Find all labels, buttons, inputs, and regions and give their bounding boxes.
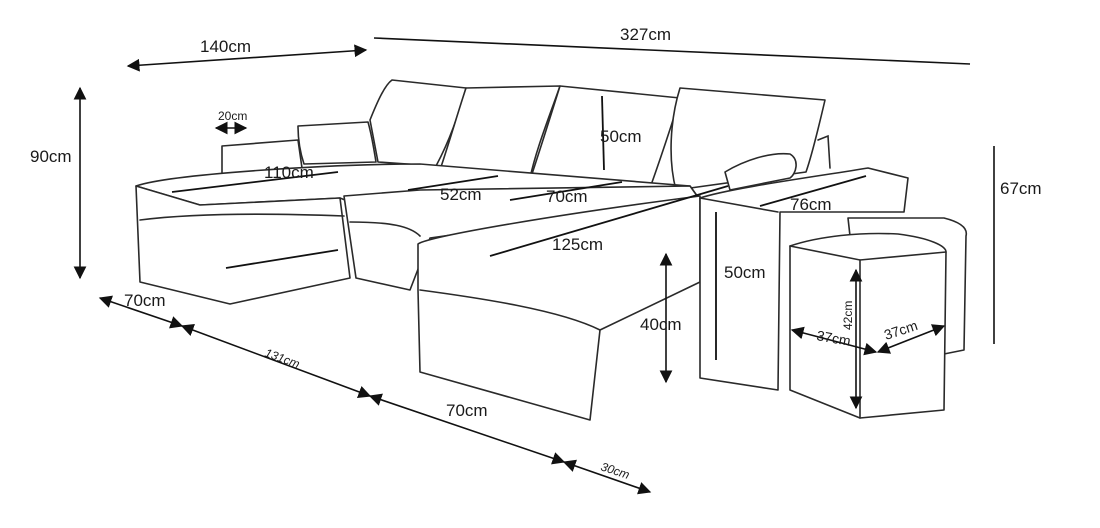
dim-line-70-left bbox=[98, 295, 184, 329]
dim-line-327 bbox=[373, 37, 971, 65]
dimension-lines bbox=[73, 37, 995, 495]
dimension-labels: 140cm 327cm 90cm 20cm 110cm 52cm 50cm 70… bbox=[30, 25, 1042, 482]
label-70-seat: 70cm bbox=[546, 187, 588, 206]
label-131: 131cm bbox=[263, 346, 302, 371]
label-125: 125cm bbox=[552, 235, 603, 254]
label-50-arm: 50cm bbox=[724, 263, 766, 282]
armrest-pillow bbox=[724, 152, 797, 191]
inner-line-52 bbox=[407, 175, 499, 191]
label-42: 42cm bbox=[841, 301, 855, 330]
label-327: 327cm bbox=[620, 25, 671, 44]
sofa-illustration bbox=[135, 79, 968, 421]
dim-line-140 bbox=[126, 44, 368, 72]
label-67: 67cm bbox=[1000, 179, 1042, 198]
right-chaise bbox=[417, 195, 701, 421]
label-30: 30cm bbox=[599, 460, 631, 482]
label-52: 52cm bbox=[440, 185, 482, 204]
label-90: 90cm bbox=[30, 147, 72, 166]
label-76: 76cm bbox=[790, 195, 832, 214]
inner-line-125 bbox=[489, 185, 729, 257]
dim-line-30 bbox=[562, 459, 652, 495]
throw-pillow bbox=[297, 121, 377, 165]
dim-line-37b bbox=[876, 324, 946, 354]
label-70-front-right: 70cm bbox=[446, 401, 488, 420]
label-20: 20cm bbox=[218, 109, 247, 123]
dim-line-37a bbox=[790, 326, 878, 356]
label-110: 110cm bbox=[264, 163, 314, 182]
label-140: 140cm bbox=[200, 37, 251, 56]
left-chaise-base bbox=[135, 185, 351, 305]
inner-line-110 bbox=[171, 171, 339, 193]
inner-line-70 bbox=[509, 181, 623, 201]
label-37-width: 37cm bbox=[815, 327, 851, 349]
pouf-front bbox=[789, 232, 947, 419]
label-40: 40cm bbox=[640, 315, 682, 334]
inner-line-left-base bbox=[225, 249, 339, 269]
label-50-back: 50cm bbox=[600, 127, 642, 146]
right-armrest bbox=[699, 167, 909, 391]
dim-line-131 bbox=[180, 324, 372, 398]
label-70-front-left: 70cm bbox=[124, 291, 166, 310]
inner-line-76 bbox=[759, 175, 867, 207]
inner-line-50-back bbox=[601, 95, 605, 171]
dim-line-70-right bbox=[368, 393, 566, 465]
